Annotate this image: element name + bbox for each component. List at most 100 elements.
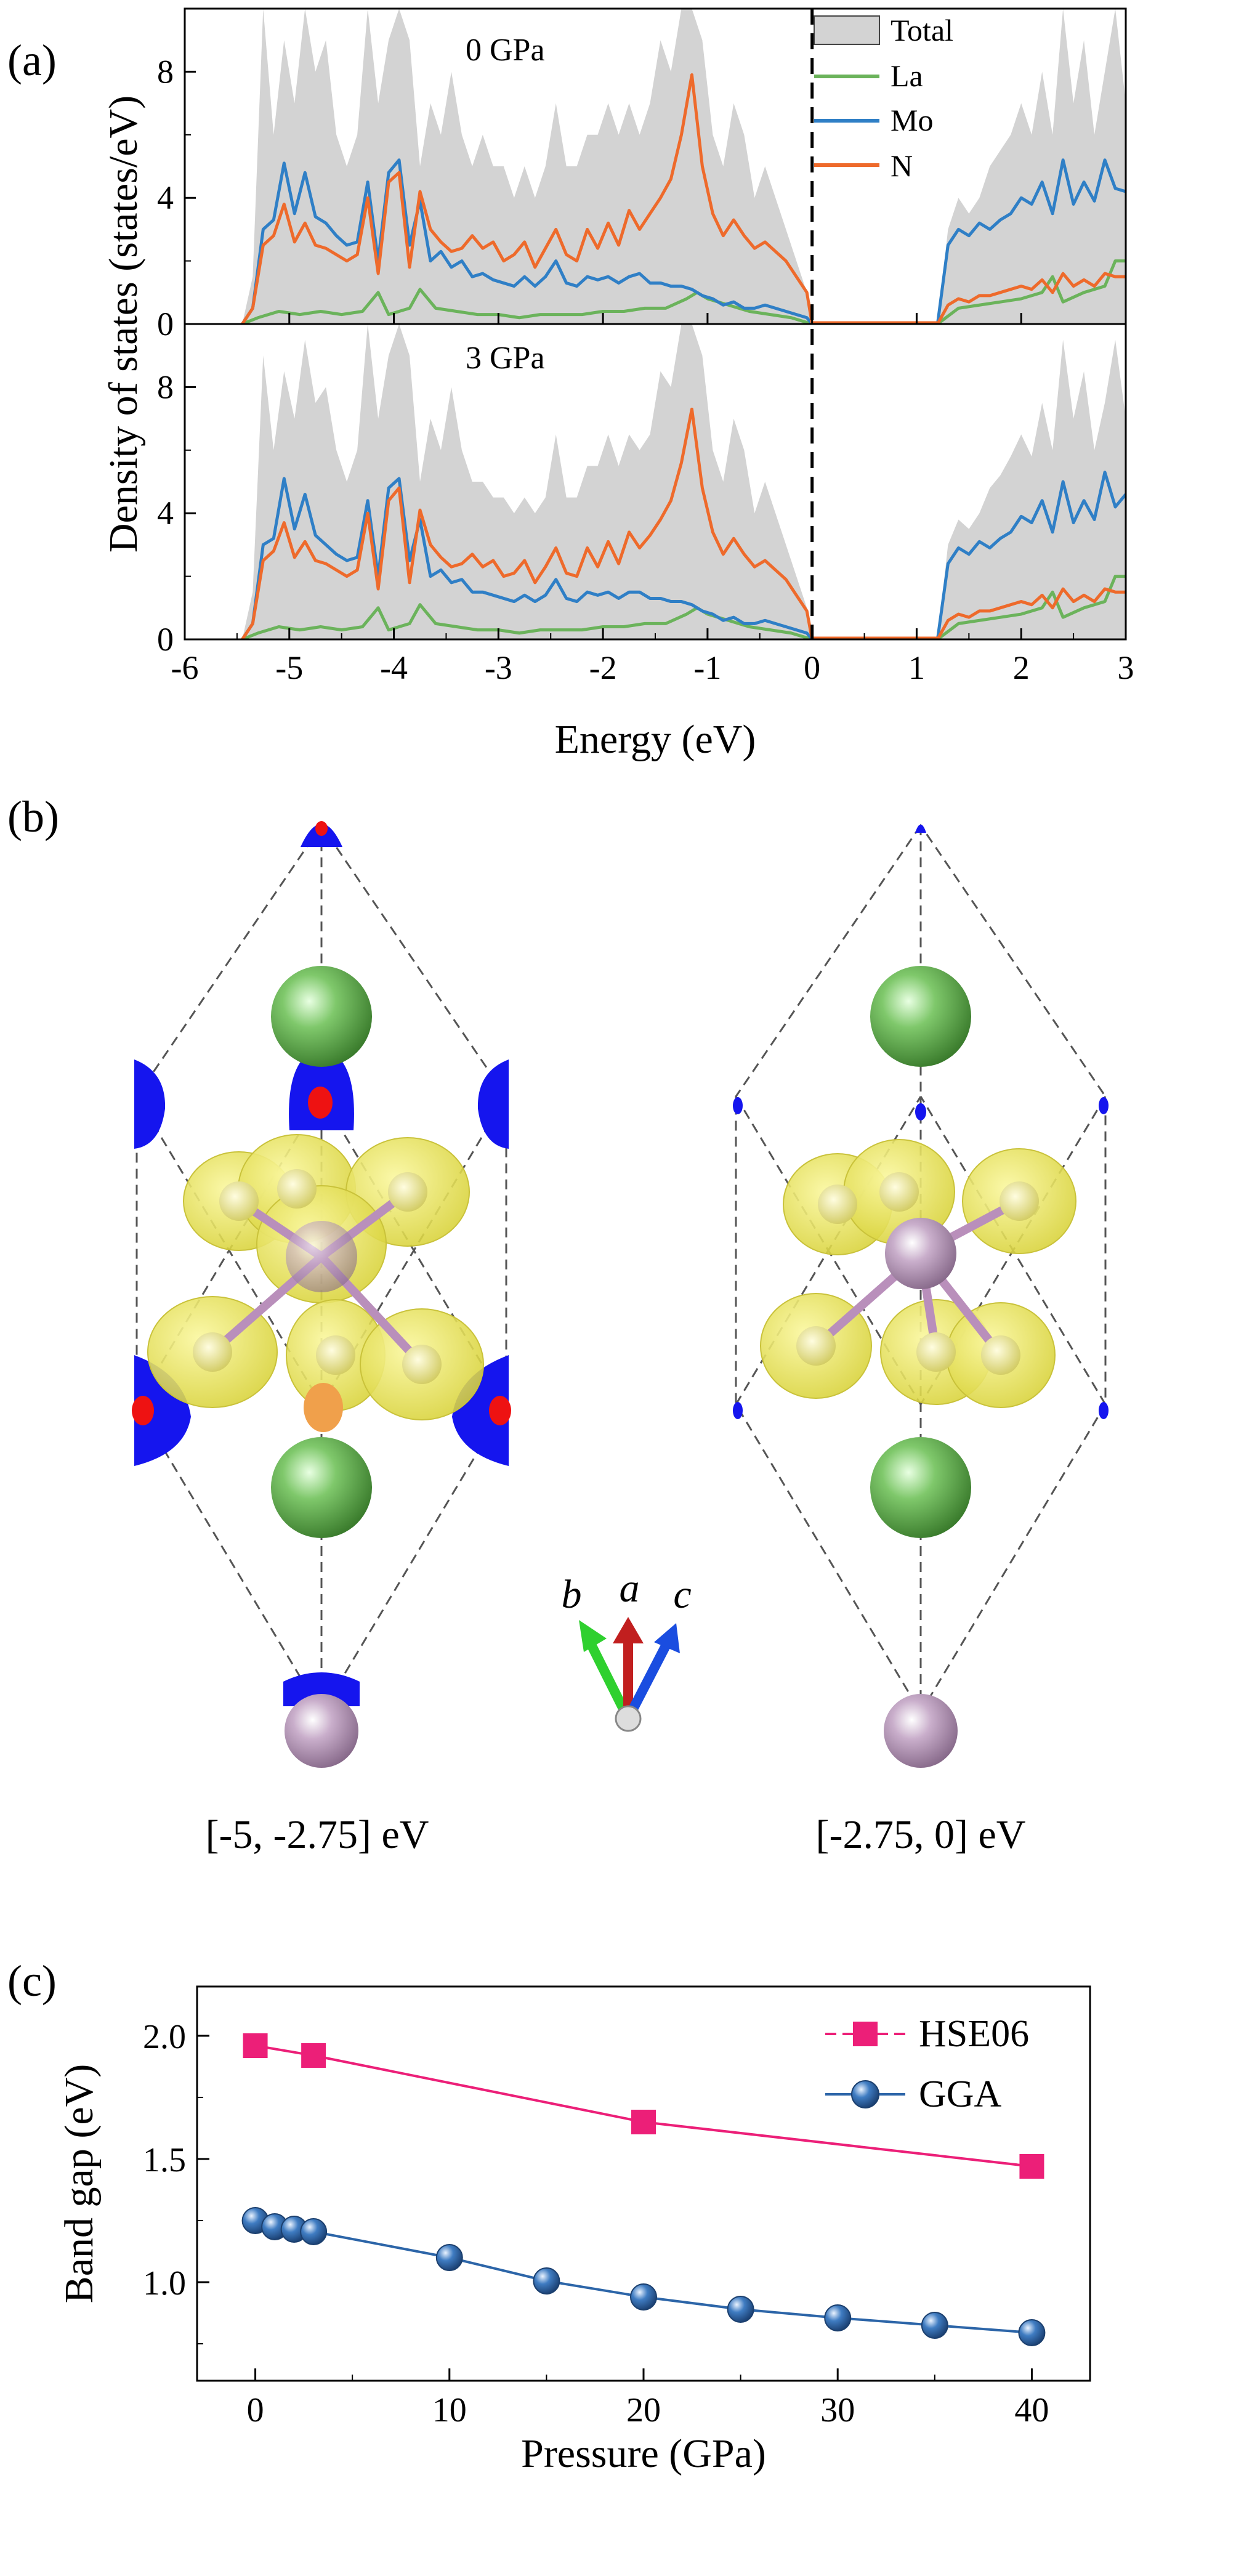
iso-blue-side-right-1 xyxy=(733,1097,743,1114)
dos-ytick-label-0-0: 0 xyxy=(157,306,174,342)
mo-atom-bottom-left xyxy=(285,1694,358,1768)
bandgap-point-gga-5 xyxy=(533,2267,560,2295)
caption-right: [-2.75, 0] eV xyxy=(816,1812,1026,1857)
legend-swatch-total xyxy=(814,15,880,45)
dos-xtick-label--3: -3 xyxy=(485,649,512,686)
dos-subpanel-0gpa: 0 4 8 xyxy=(157,9,1126,342)
axis-label-c: c xyxy=(673,1572,691,1617)
dos-axes: -6 -5 -4 -3 -2 -1 0 1 2 3 xyxy=(171,313,1134,686)
bandgap-point-gga-7 xyxy=(727,2296,754,2323)
crystal-axes-indicator: b a c xyxy=(562,1566,692,1732)
dos-ytick-label-1-8: 8 xyxy=(157,368,174,405)
dos-area-total-1-1 xyxy=(937,339,1126,639)
dos-xtick-label-2: 2 xyxy=(1013,649,1030,686)
dos-line-n-0-1 xyxy=(936,272,1126,324)
iso-blue-mid-right xyxy=(915,1103,926,1120)
dos-line-mo-0-0 xyxy=(241,158,814,324)
cell-edge-left-4 xyxy=(320,1096,507,1405)
dos-line-n-1-1 xyxy=(936,587,1126,639)
dos-xlabel: Energy (eV) xyxy=(555,717,756,762)
dos-subpanel-label-0gpa: 0 GPa xyxy=(466,33,545,68)
dos-line-mo-1-0 xyxy=(241,477,814,639)
panel-label-a: (a) xyxy=(7,36,57,85)
dos-xtick-label--4: -4 xyxy=(380,649,408,686)
bandgap-line-gga xyxy=(254,2219,1032,2334)
dos-legend: Total La Mo N xyxy=(814,13,953,183)
bandgap-ytick-label-1.0: 1.0 xyxy=(143,2264,186,2303)
bandgap-ytick-label-2.0: 2.0 xyxy=(143,2018,186,2056)
iso-blue-bot-left-2 xyxy=(452,1355,509,1466)
mo-atom-center-left xyxy=(286,1221,357,1292)
n-atoms-right xyxy=(796,1172,1039,1375)
dos-subpanel-3gpa: 048 xyxy=(157,324,1126,658)
dos-area-total-1-0 xyxy=(242,324,812,639)
iso-red-mid-left xyxy=(308,1087,333,1119)
dos-xtick-label-0: 0 xyxy=(804,649,820,686)
bandgap-point-gga-8 xyxy=(824,2304,852,2331)
dos-xtick-label--6: -6 xyxy=(171,649,199,686)
legend-marker-hse06 xyxy=(853,2022,878,2046)
legend-label-mo: Mo xyxy=(891,103,933,137)
iso-blue-bot-left-1 xyxy=(134,1355,191,1466)
bandgap-point-gga-4 xyxy=(435,2244,463,2271)
dos-plot-area-1 xyxy=(241,324,1126,639)
la-atom-top-left xyxy=(271,966,372,1067)
dos-line-n-0-0 xyxy=(241,73,814,324)
caption-left: [-5, -2.75] eV xyxy=(206,1812,429,1857)
dos-ytick-label-1-4: 4 xyxy=(157,495,174,532)
dos-ytick-label-0-8: 8 xyxy=(157,53,174,90)
bandgap-point-gga-3 xyxy=(300,2218,328,2245)
dos-ylabel: Density of states (states/eV) xyxy=(101,95,146,553)
iso-red-bot-left-1 xyxy=(132,1396,154,1425)
mo-atom-bottom-right xyxy=(884,1694,958,1768)
bandgap-point-hse06-0 xyxy=(243,2033,268,2058)
bandgap-point-gga-6 xyxy=(630,2283,657,2311)
bandgap-xtick-label-30: 30 xyxy=(820,2391,855,2429)
bandgap-point-hse06-3 xyxy=(1019,2154,1044,2179)
legend-label-hse06: HSE06 xyxy=(919,2013,1029,2055)
bandgap-point-gga-10 xyxy=(1018,2319,1046,2346)
axis-label-a: a xyxy=(620,1566,640,1611)
dos-plot-area-0 xyxy=(241,9,1126,324)
bandgap-point-hse06-2 xyxy=(631,2110,656,2134)
dos-xtick-label--2: -2 xyxy=(589,649,617,686)
cell-edge-left-3 xyxy=(135,1096,323,1405)
dos-line-mo-1-1 xyxy=(935,471,1126,639)
structure-right xyxy=(733,824,1109,1714)
bandgap-series xyxy=(241,2033,1046,2346)
dos-line-n-1-0 xyxy=(241,407,814,639)
n-atoms-left xyxy=(193,1169,442,1384)
iso-blue-side-right-2 xyxy=(1099,1097,1109,1114)
bandgap-axes: 0 10 20 30 40 1.0 1.5 2.0 xyxy=(143,2018,1049,2429)
bandgap-point-gga-9 xyxy=(921,2312,948,2339)
la-atom-bot-right xyxy=(870,1437,971,1538)
bandgap-xtick-label-40: 40 xyxy=(1014,2391,1049,2429)
axis-label-b: b xyxy=(562,1572,582,1617)
bandgap-legend: HSE06 GGA xyxy=(825,2013,1029,2115)
la-atom-bot-left xyxy=(271,1437,372,1538)
dos-ytick-label-0-4: 4 xyxy=(157,179,174,216)
dos-xtick-label--1: -1 xyxy=(693,649,721,686)
structure-left xyxy=(132,821,511,1714)
bandgap-point-hse06-1 xyxy=(301,2043,326,2068)
panel-label-c: (c) xyxy=(7,1956,57,2006)
bandgap-xtick-label-20: 20 xyxy=(626,2391,661,2429)
dos-subpanel-label-3gpa: 3 GPa xyxy=(466,341,545,376)
bandgap-xtick-label-10: 10 xyxy=(432,2391,467,2429)
iso-blue-base-left xyxy=(283,1672,360,1706)
dos-area-total-0-0 xyxy=(242,9,812,324)
bandgap-ylabel: Band gap (eV) xyxy=(57,2064,102,2304)
legend-label-total: Total xyxy=(891,13,953,47)
bandgap-xlabel: Pressure (GPa) xyxy=(521,2431,766,2476)
dos-xtick-label--5: -5 xyxy=(275,649,303,686)
iso-blue-side-left-1 xyxy=(134,1059,166,1149)
iso-blue-top-right xyxy=(915,824,926,833)
dos-line-mo-0-1 xyxy=(935,158,1126,324)
dos-xtick-label-3: 3 xyxy=(1118,649,1134,686)
bandgap-xtick-label-0: 0 xyxy=(247,2391,264,2429)
bandgap-ytick-label-1.5: 1.5 xyxy=(143,2141,186,2179)
iso-blue-side-left-2 xyxy=(477,1059,509,1149)
dos-xtick-label-1: 1 xyxy=(908,649,925,686)
iso-red-bot-left-2 xyxy=(489,1396,511,1425)
